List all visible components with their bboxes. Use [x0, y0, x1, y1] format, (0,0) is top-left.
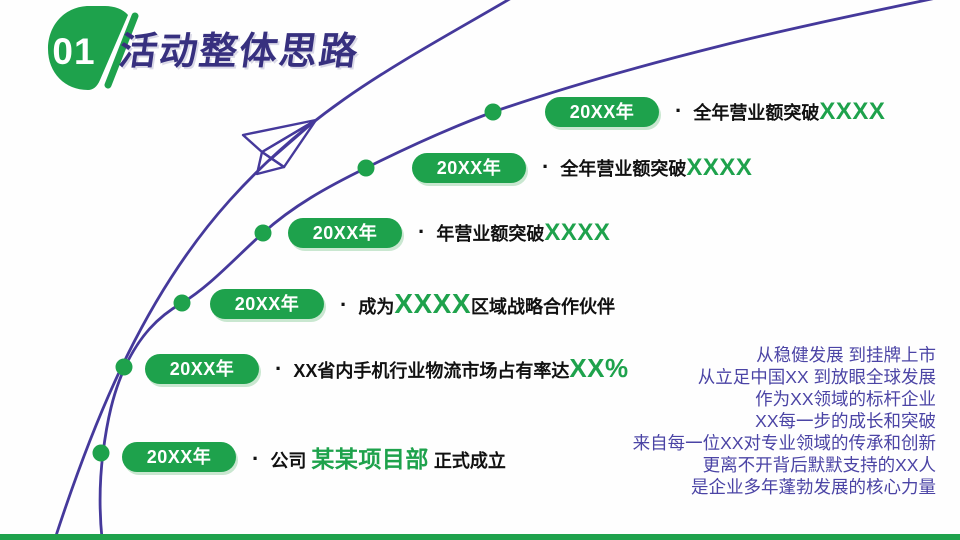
milestone-pre: XX省内手机行业物流市场占有率达: [293, 361, 570, 381]
timeline-row: 20XX年 · 年营业额突破XXXX: [288, 218, 610, 248]
timeline-dot-icon: [173, 294, 191, 312]
milestone-post: 区域战略合作伙伴: [471, 297, 616, 317]
milestone-highlight: XXXX: [544, 219, 611, 246]
year-pill: 20XX年: [145, 353, 259, 384]
timeline-dot-icon: [92, 444, 110, 462]
milestone-text: · 成为XXXX区域战略合作伙伴: [340, 288, 615, 320]
milestone-pre: 全年营业额突破: [560, 159, 687, 179]
milestone-highlight: XXXX: [819, 98, 886, 125]
badge-shape: [48, 6, 128, 90]
milestone-highlight: 某某项目部: [311, 446, 429, 472]
milestone-text: · 全年营业额突破XXXX: [542, 154, 752, 182]
timeline-dots: [92, 103, 502, 462]
milestone-highlight: XX%: [569, 353, 629, 383]
timeline-row: 20XX年 · XX省内手机行业物流市场占有率达XX%: [145, 353, 629, 384]
year-pill: 20XX年: [412, 153, 526, 183]
bullet-icon: ·: [340, 292, 348, 317]
milestone-pre: 公司: [270, 451, 312, 471]
timeline-dot-icon: [115, 358, 133, 376]
quote-line: 作为XX领域的标杆企业: [755, 389, 936, 409]
year-pill: 20XX年: [545, 97, 659, 127]
timeline-dot-icon: [357, 159, 375, 177]
timeline-row: 20XX年 · 成为XXXX区域战略合作伙伴: [210, 288, 615, 320]
year-pill: 20XX年: [288, 218, 402, 248]
timeline-row: 20XX年 · 全年营业额突破XXXX: [412, 153, 752, 183]
quote-line: 从稳健发展 到挂牌上市: [756, 345, 936, 365]
quote-line: 是企业多年蓬勃发展的核心力量: [691, 477, 936, 497]
year-pill: 20XX年: [210, 289, 324, 319]
milestone-pre: 成为: [358, 297, 395, 317]
summary-quote-block: 从稳健发展 到挂牌上市 从立足中国XX 到放眼全球发展 作为XX领域的标杆企业 …: [633, 344, 936, 498]
timeline-row: 20XX年 · 全年营业额突破XXXX: [545, 97, 885, 127]
quote-line: 从立足中国XX 到放眼全球发展: [697, 367, 936, 387]
timeline-row: 20XX年 · 公司 某某项目部 正式成立: [122, 440, 506, 474]
swoosh-curve: [53, 0, 511, 540]
footer-accent-bar: [0, 534, 960, 540]
year-pill: 20XX年: [122, 442, 236, 472]
milestone-post: 正式成立: [428, 451, 506, 471]
quote-line: XX每一步的成长和突破: [755, 411, 936, 431]
milestone-text: · XX省内手机行业物流市场占有率达XX%: [275, 353, 629, 384]
bullet-icon: ·: [418, 219, 426, 244]
milestone-highlight: XXXX: [394, 288, 472, 319]
milestone-highlight: XXXX: [686, 154, 753, 181]
bullet-icon: ·: [542, 154, 550, 179]
milestone-text: · 公司 某某项目部 正式成立: [252, 440, 506, 474]
timeline-dot-icon: [484, 103, 502, 121]
timeline-curve: [98, 0, 934, 540]
bullet-icon: ·: [675, 98, 683, 123]
milestone-text: · 全年营业额突破XXXX: [675, 98, 885, 126]
paper-plane-icon: [241, 118, 318, 176]
milestone-text: · 年营业额突破XXXX: [418, 219, 610, 247]
quote-line: 来自每一位XX对专业领域的传承和创新: [632, 433, 936, 453]
page-title: 活动整体思路: [116, 31, 363, 73]
milestone-pre: 年营业额突破: [436, 224, 545, 244]
bullet-icon: ·: [275, 356, 283, 381]
bullet-icon: ·: [252, 446, 260, 471]
badge-slash-icon: [104, 12, 139, 89]
section-number-badge: 01: [48, 6, 139, 90]
milestone-pre: 全年营业额突破: [693, 103, 820, 123]
timeline-dot-icon: [254, 224, 272, 242]
section-number: 01: [52, 31, 95, 72]
quote-line: 更离不开背后默默支持的XX人: [702, 455, 936, 475]
